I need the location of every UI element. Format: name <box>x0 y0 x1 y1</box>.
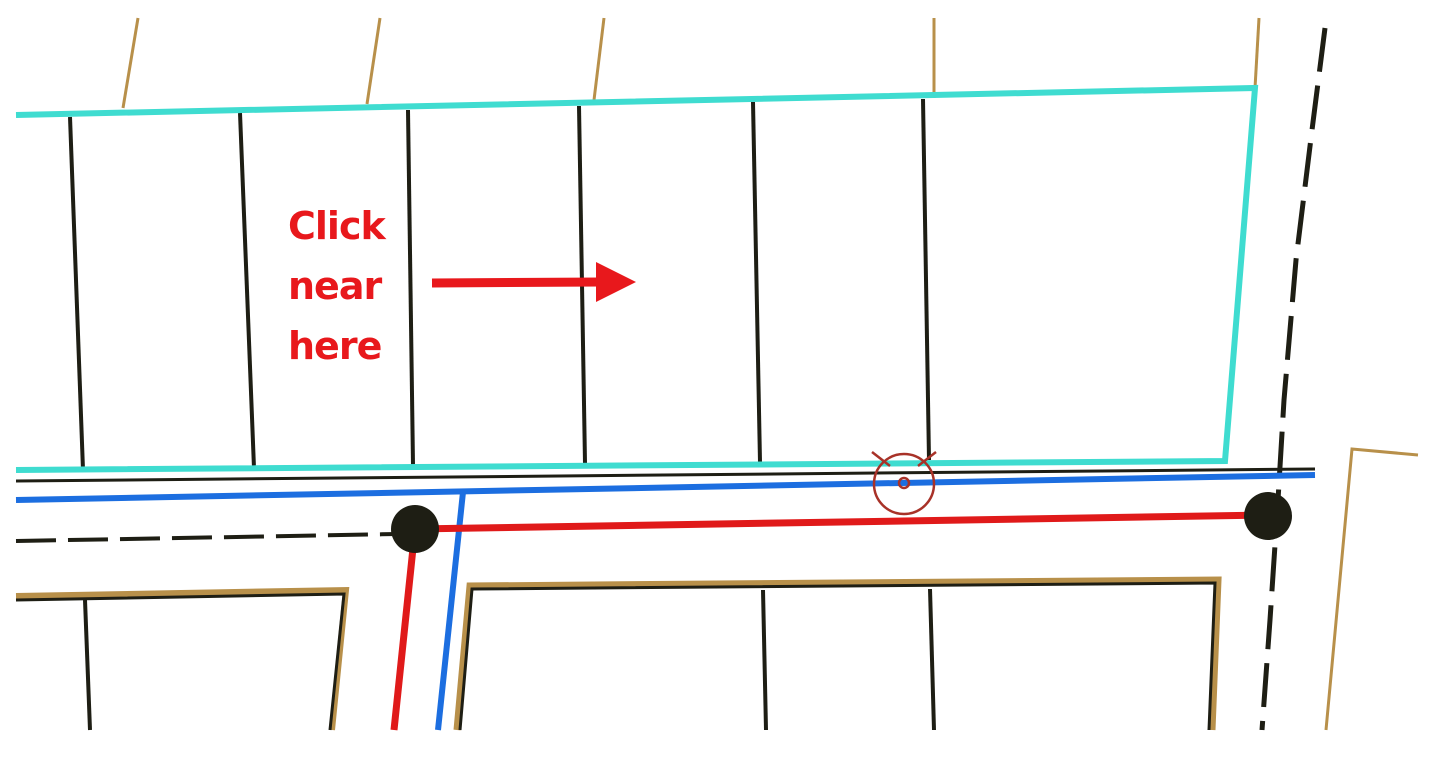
road-edge-upper <box>15 467 1316 483</box>
property-boundaries-top <box>121 17 1261 109</box>
block-lower-left <box>15 586 350 731</box>
callout-line-1: Click <box>288 204 386 248</box>
selected-parcel-outline[interactable] <box>15 84 1259 473</box>
valve-symbol-icon[interactable] <box>871 451 937 516</box>
callout-line-3: here <box>288 324 382 368</box>
property-boundary-right <box>1324 447 1419 731</box>
water-main[interactable] <box>15 472 1316 731</box>
callout-text: Click near here <box>288 196 398 376</box>
road-centerline-left <box>15 532 399 543</box>
block-lower-middle <box>453 576 1222 731</box>
road-centerline-right <box>1259 27 1328 731</box>
manhole-left-icon[interactable] <box>391 505 439 553</box>
callout-line-2: near <box>288 264 382 308</box>
sewer-main[interactable] <box>390 511 1269 731</box>
manhole-right-icon[interactable] <box>1244 492 1292 540</box>
callout-arrow-icon <box>431 262 636 302</box>
